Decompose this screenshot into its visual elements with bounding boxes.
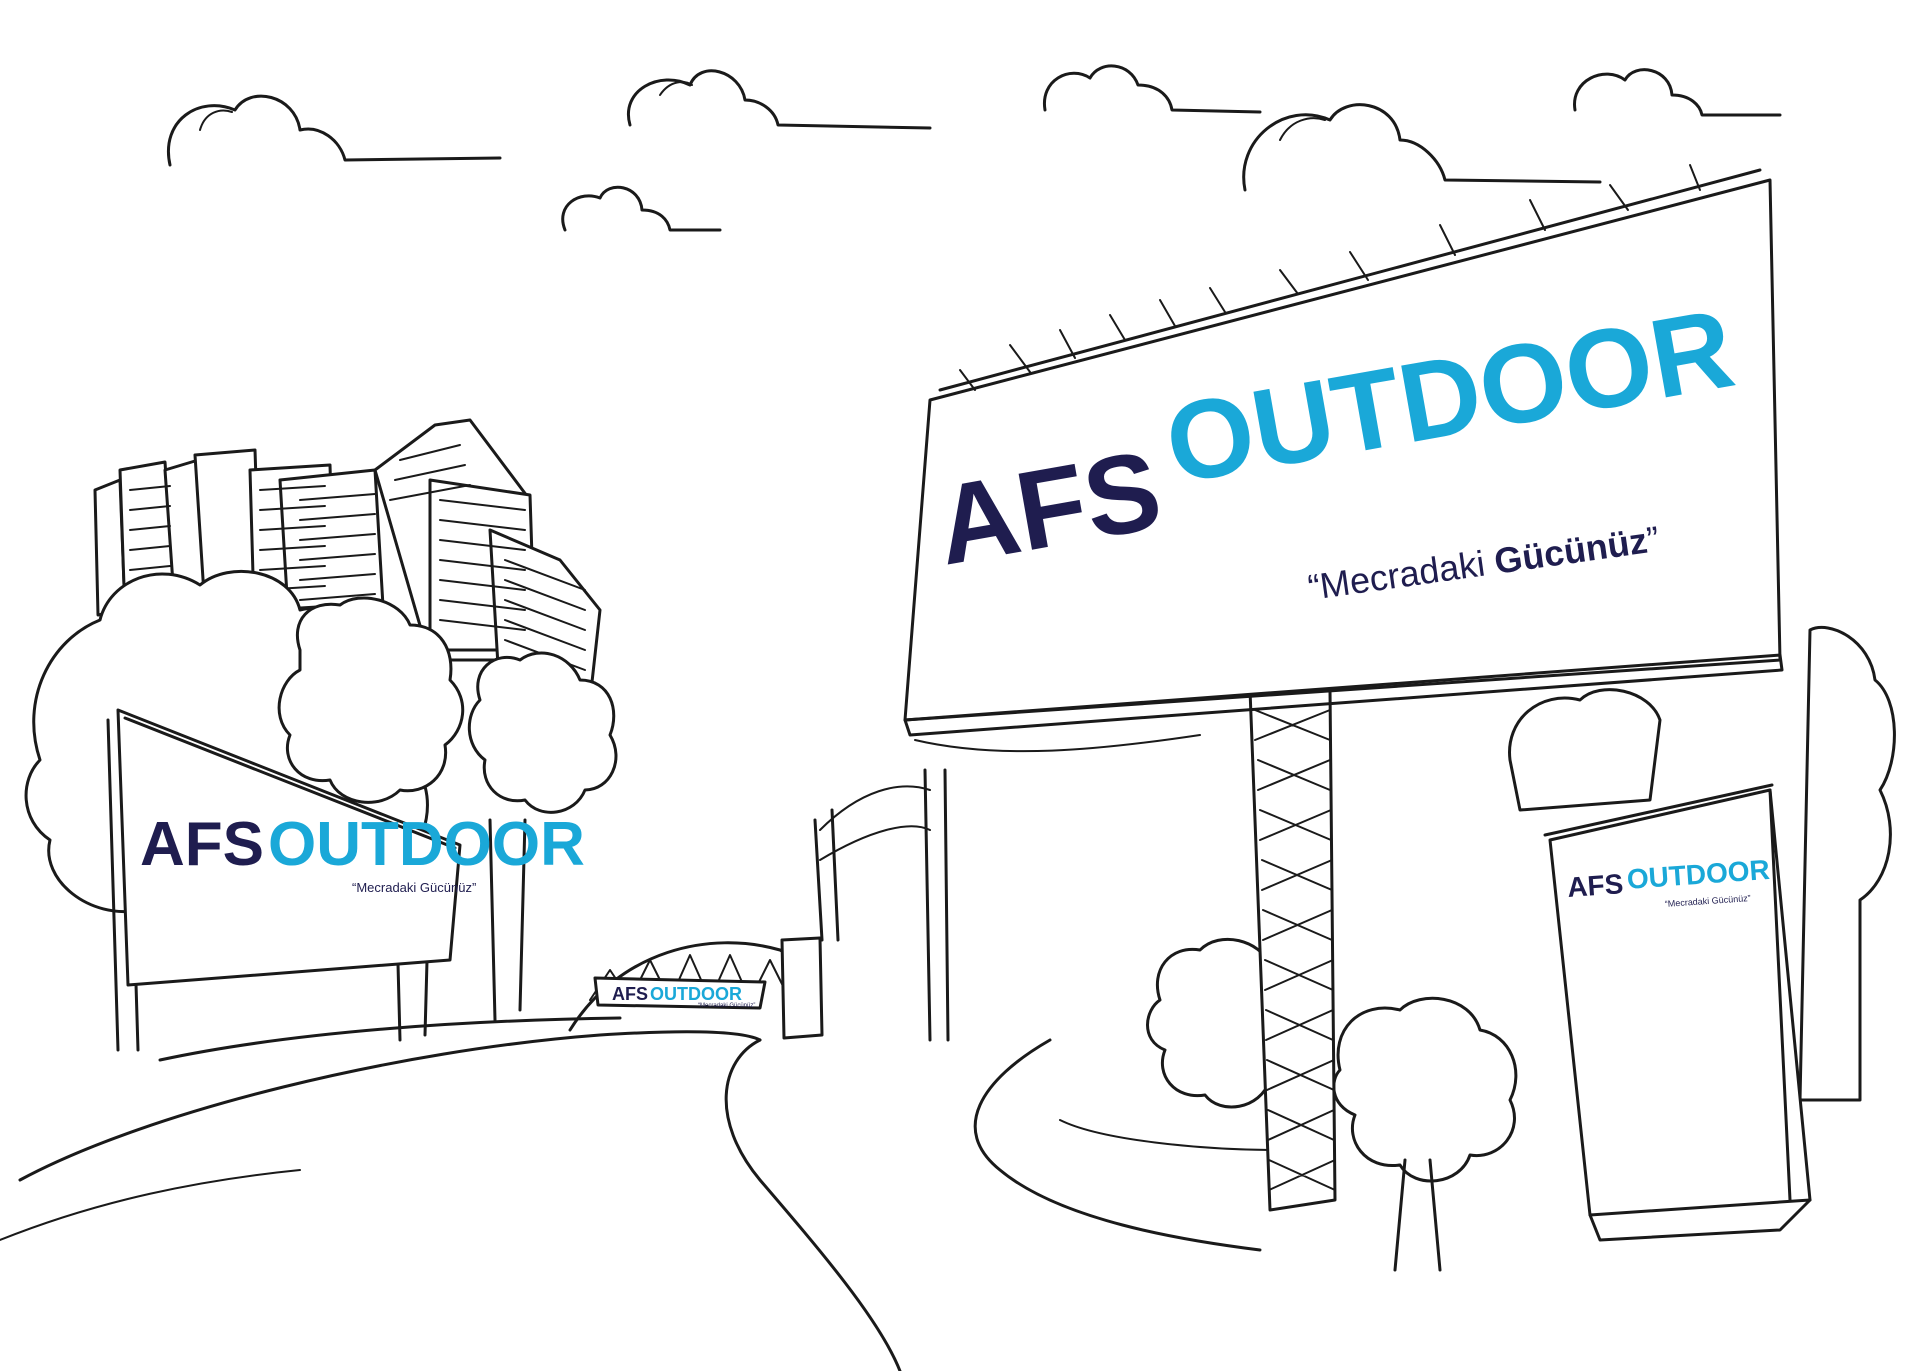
bridge-billboard-tagline: “Mecradaki Gücünüz” — [698, 1003, 755, 1009]
left-billboard: AFS OUTDOOR “Mecradaki Gücünüz” — [106, 708, 585, 1052]
cloud — [1242, 103, 1602, 192]
cloud — [561, 185, 722, 232]
right-totem-brand-afs: AFS — [1566, 868, 1624, 903]
main-billboard-pole — [1248, 688, 1337, 1212]
bridge-billboard-brand-afs: AFS — [612, 984, 648, 1004]
clouds — [167, 64, 1782, 232]
cloud — [1043, 64, 1262, 114]
billboard-lamps — [959, 164, 1701, 391]
main-billboard: AFS OUTDOOR “Mecradaki Gücünüz” — [903, 164, 1784, 753]
right-totem-billboard: AFS OUTDOOR “Mecradaki Gücünüz” — [1543, 783, 1812, 1242]
cloud — [1573, 68, 1782, 117]
bridge-billboard-brand-outdoor: OUTDOOR — [650, 984, 742, 1004]
cloud — [167, 94, 502, 167]
left-billboard-tagline: “Mecradaki Gücünüz” — [352, 880, 476, 895]
left-billboard-brand-outdoor: OUTDOOR — [268, 810, 585, 879]
skyscrapers — [93, 418, 602, 702]
utility-poles — [780, 768, 950, 1042]
left-billboard-brand-afs: AFS — [140, 810, 264, 879]
road — [0, 1016, 1281, 1371]
cloud — [626, 69, 932, 130]
